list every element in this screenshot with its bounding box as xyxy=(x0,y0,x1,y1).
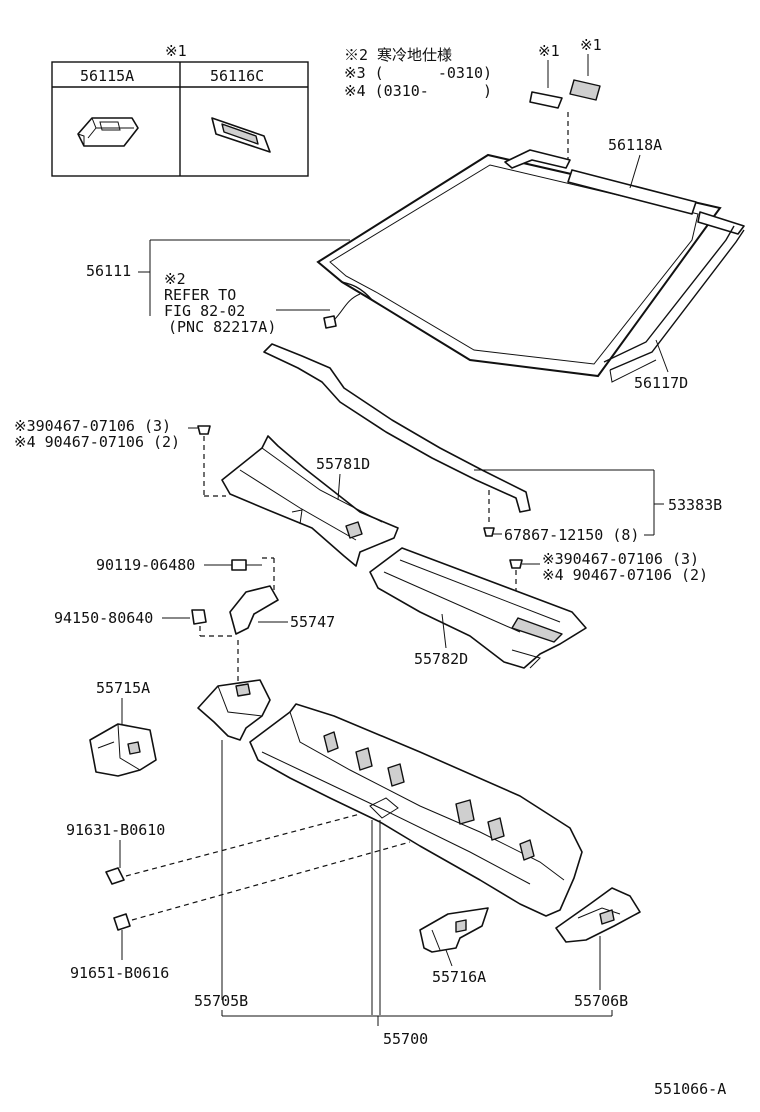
label-55700: 55700 xyxy=(383,1030,428,1048)
cowl-louver-55781D: 55781D xyxy=(221,435,399,567)
label-55715A: 55715A xyxy=(96,679,150,697)
label-clip-a3: ※390467-07106 (3) xyxy=(14,417,171,435)
pad-mark-2: ※1 xyxy=(580,36,602,54)
bracket-55715A: 55715A xyxy=(89,679,157,777)
label-55782D: 55782D xyxy=(414,650,468,668)
bolt-90119 xyxy=(231,559,247,571)
moulding-strips xyxy=(504,149,745,383)
inset-mark: ※1 xyxy=(165,42,187,60)
clip-56115A-drawing xyxy=(77,117,139,147)
clip-inset-table: ※1 56115A 56116C xyxy=(51,42,309,177)
label-55747: 55747 xyxy=(290,613,335,631)
assembly-55700-callout: 55705B 55700 xyxy=(194,992,613,1048)
inset-col-56115A: 56115A xyxy=(80,67,134,85)
weatherstrip-53383B: 53383B 67867-12150 (8) xyxy=(263,343,722,544)
pad-mark-1: ※1 xyxy=(538,42,560,60)
note-4: ※4 (0310- ) xyxy=(344,82,492,100)
note-3: ※3 ( -0310) xyxy=(344,64,492,82)
label-55781D: 55781D xyxy=(316,455,370,473)
clip-90467-left xyxy=(197,425,211,435)
clip-callout-left: ※390467-07106 (3) ※4 90467-07106 (2) xyxy=(14,417,226,497)
sensor-connector xyxy=(323,315,337,329)
bracket-55716A: 55716A xyxy=(419,907,489,986)
clip-callout-right: ※390467-07106 (3) ※4 90467-07106 (2) xyxy=(509,550,708,640)
label-clip-b3: ※390467-07106 (3) xyxy=(542,550,699,568)
clip-90467-right xyxy=(509,559,523,569)
dash-panel-55700 xyxy=(249,703,583,1015)
label-91651: 91651-B0616 xyxy=(70,964,169,982)
pad-pieces: ※1 ※1 xyxy=(529,36,602,160)
panel-55705B xyxy=(197,679,271,1000)
pad-plain xyxy=(529,91,563,109)
refer-line-1: REFER TO xyxy=(164,286,236,304)
refer-line-2: FIG 82-02 xyxy=(164,302,245,320)
label-67867: 67867-12150 (8) xyxy=(504,526,639,544)
callout-56111: 56111 ※2 REFER TO FIG 82-02 (PNC 82217A) xyxy=(86,239,361,336)
windshield-glass-56111 xyxy=(316,153,722,378)
label-94150: 94150-80640 xyxy=(54,609,153,627)
label-90119: 90119-06480 xyxy=(96,556,195,574)
label-clip-a4: ※4 90467-07106 (2) xyxy=(14,433,180,451)
bolt-91651 xyxy=(113,913,131,931)
label-55706B: 55706B xyxy=(574,992,628,1010)
bracket-55747-group: 90119-06480 94150-80640 55747 xyxy=(54,556,335,690)
label-56118A: 56118A xyxy=(608,136,662,154)
label-55716A: 55716A xyxy=(432,968,486,986)
note-2: ※2 寒冷地仕様 xyxy=(344,46,452,64)
label-clip-b4: ※4 90467-07106 (2) xyxy=(542,566,708,584)
bolt-91631 xyxy=(105,867,125,885)
bracket-55747 xyxy=(229,585,279,635)
clip-67867 xyxy=(483,527,495,537)
panel-55706B: 55706B xyxy=(555,887,641,1010)
notes-block: ※2 寒冷地仕様 ※3 ( -0310) ※4 (0310- ) xyxy=(344,46,492,100)
label-55705B: 55705B xyxy=(194,992,248,1010)
label-56111: 56111 xyxy=(86,262,131,280)
pad-ribbed xyxy=(569,79,601,101)
label-53383B: 53383B xyxy=(668,496,722,514)
bolts-group: 91631-B0610 91651-B0616 xyxy=(66,813,411,982)
refer-mark: ※2 xyxy=(164,270,186,288)
refer-line-3: (PNC 82217A) xyxy=(168,318,276,336)
nut-94150 xyxy=(191,609,207,625)
clip-56116C-drawing xyxy=(211,117,271,153)
inset-col-56116C: 56116C xyxy=(210,67,264,85)
label-91631: 91631-B0610 xyxy=(66,821,165,839)
figure-id: 551066-A xyxy=(654,1080,726,1098)
label-56117D: 56117D xyxy=(634,374,688,392)
cowl-panel-55782D: 55782D xyxy=(369,547,587,669)
